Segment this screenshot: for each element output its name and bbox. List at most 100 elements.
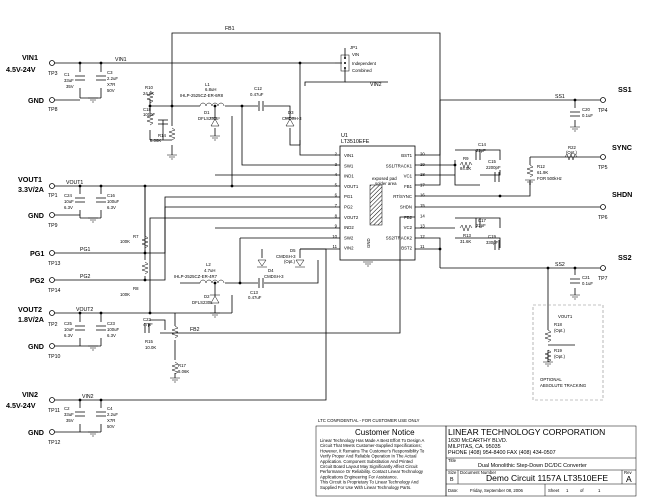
r10-value: 24.9K	[143, 91, 154, 96]
ic-pin-left-vout1: VOUT1	[344, 184, 359, 189]
r17-value: 8.06K	[178, 369, 189, 374]
r12-ref: R12	[537, 164, 545, 169]
port-sync: SYNC	[612, 143, 632, 152]
c4-ref: C4	[107, 406, 113, 411]
ic-pin-left-ind1: IND1	[344, 174, 354, 179]
c16-value: 100uF	[107, 199, 120, 204]
c17-value: 22pF	[476, 223, 486, 228]
net-fb2: FB2	[190, 327, 200, 333]
ic-pin-right-vc2: VC2	[404, 225, 413, 230]
r14-ref: R14	[158, 133, 166, 138]
docnum-label: Document Number	[460, 470, 497, 475]
r10-ref: R10	[145, 85, 153, 90]
notice-body: Linear Technology Has Made A Best Effort…	[320, 438, 425, 490]
jp1-independent: Independent	[352, 61, 377, 66]
optional-label: OPTIONAL	[540, 377, 562, 382]
r22-opt: (Opt.)	[566, 150, 578, 155]
c23-voltage: 6.3V	[107, 333, 116, 338]
c3-ref: C3	[107, 70, 113, 75]
ic-gnd: GND	[366, 238, 371, 248]
tp10-label: TP10	[48, 354, 61, 360]
c24-voltage: 6.3V	[64, 205, 73, 210]
port-vin1: VIN1	[22, 53, 38, 62]
test-points	[49, 60, 606, 435]
size-label: Size	[448, 470, 457, 475]
ic-pin-number-left-11: 11	[333, 244, 338, 249]
r9-ref: R9	[463, 156, 469, 161]
notice-line: Verify Proper And Reliable Operation In …	[320, 454, 416, 459]
r7-value: 100K	[120, 239, 130, 244]
ic-pin-right-ss1-track1: SS1/TRACK1	[386, 163, 413, 168]
c2-value: 33uF	[64, 412, 74, 417]
ic-pin-number-right-11: 11	[420, 244, 425, 249]
d4-part: CMDSH-3	[264, 274, 284, 279]
ic-pin-right-rt-sync: RT/SYNC	[393, 194, 412, 199]
ic-pin-number-left-7: 7	[335, 203, 338, 208]
r19-ref: R19	[554, 348, 562, 353]
net-fb1: FB1	[225, 26, 235, 32]
tp8-label: TP8	[48, 107, 58, 113]
c18-ref: C18	[143, 107, 151, 112]
c4-voltage: 50V	[107, 424, 115, 429]
c1-voltage: 35V	[66, 84, 74, 89]
ic-pin-number-right-15: 15	[420, 203, 425, 208]
address-line-1: 1630 McCARTHY BLVD.	[448, 438, 507, 444]
c20-ref: C20	[582, 107, 590, 112]
tp11-label: TP11	[48, 408, 60, 414]
c24-ref: C24	[64, 193, 72, 198]
r18-opt: (Opt.)	[554, 328, 566, 333]
sheet-value: 1	[566, 488, 569, 493]
tp1-label: TP1	[48, 193, 58, 199]
ic-pin-number-right-20: 20	[420, 152, 425, 157]
r7-ref: R7	[133, 234, 139, 239]
c25-ref: C25	[64, 321, 72, 326]
c3-voltage: 50V	[107, 88, 115, 93]
ic-pin-left-vout2: VOUT2	[344, 215, 359, 220]
c1-value: 33uF	[64, 78, 74, 83]
c22-ref: C22	[143, 317, 151, 322]
r15-value: 10.0K	[145, 345, 156, 350]
c18-value: 100pF	[143, 112, 156, 117]
ic-pin-left-ind2: IND2	[344, 225, 354, 230]
tp3-label: TP3	[48, 71, 58, 77]
optional-label-2: ABSOLUTE TRACKING	[540, 383, 587, 388]
notice-line: Application. Component Substitution And …	[320, 459, 413, 464]
notice-line: Circuit That Meets Customer-Supplied Spe…	[320, 443, 422, 448]
r17-ref: R17	[178, 363, 186, 368]
l1-part: IHLP-2525CZ-ER-6R8	[180, 93, 224, 98]
l1-ref: L1	[205, 82, 210, 87]
net-vout1: VOUT1	[66, 180, 83, 186]
net-ss2: SS2	[555, 262, 565, 268]
inductor-symbols	[199, 102, 225, 284]
tp9-label: TP9	[48, 223, 58, 229]
l2-value: 4.7uH	[204, 268, 215, 273]
net-vout2: VOUT2	[76, 307, 93, 313]
ic-pin-number-left-8: 8	[335, 213, 338, 218]
address-line-2: MILPITAS, CA. 95035	[448, 444, 501, 450]
rev-label: Rev	[624, 470, 632, 475]
ic-pin-number-left-4: 4	[335, 172, 338, 177]
ic-pin-right-shdn: SHDN	[400, 205, 412, 210]
ic-pin-right-fb2: FB2	[404, 215, 412, 220]
ground-symbols	[88, 97, 580, 437]
l2-part: IHLP-2525CZ-ER-4R7	[174, 274, 218, 279]
ic-pin-right-fb1: FB1	[404, 184, 412, 189]
port-vin1-range: 4.5V-24V	[6, 65, 36, 74]
port-gnd-4: GND	[28, 428, 44, 437]
tp4-label: TP4	[598, 108, 608, 114]
jp1-vin: VIN	[352, 52, 359, 57]
junctions	[78, 61, 577, 402]
company-name: LINEAR TECHNOLOGY CORPORATION	[448, 427, 605, 437]
l2-ref: L2	[206, 262, 211, 267]
c22-value: 47pF	[143, 322, 153, 327]
date-label: Date:	[448, 488, 458, 493]
ic-pin-number-left-6: 6	[335, 193, 338, 198]
titleblock-frame	[315, 425, 637, 497]
rev-value: A	[626, 474, 632, 484]
c3-value: 2.2uF	[107, 76, 118, 81]
net-vin2-top: VIN2	[370, 82, 382, 88]
c17-ref: C17	[478, 218, 486, 223]
ic-pin-right-vc1: VC1	[404, 174, 413, 179]
